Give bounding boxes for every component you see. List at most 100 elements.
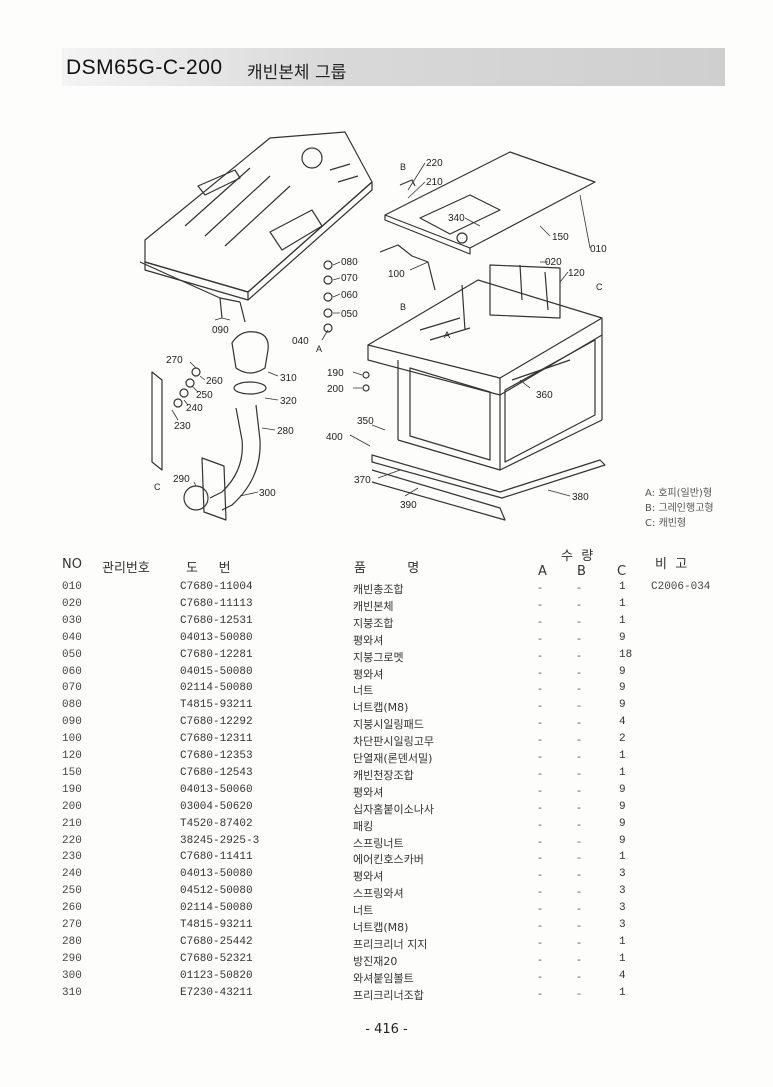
row-qty-b: - xyxy=(577,783,581,797)
row-no: 010 xyxy=(62,581,82,593)
row-no: 210 xyxy=(62,817,82,830)
callout-350: 350 xyxy=(357,416,374,427)
row-qty-a: - xyxy=(538,631,542,645)
callout-190: 190 xyxy=(327,368,344,379)
callout-300: 300 xyxy=(259,488,276,499)
row-qty-c: 9 xyxy=(619,783,626,796)
row-qty-a: - xyxy=(538,800,542,814)
legend-a: A: 호피(일반)형 xyxy=(645,488,713,499)
cabin-roof-drawing xyxy=(139,131,373,323)
row-qty-a: - xyxy=(538,969,542,983)
row-no: 040 xyxy=(62,631,82,644)
row-part-name: 패킹 xyxy=(353,819,374,833)
row-qty-b: - xyxy=(577,766,581,780)
callout-360: 360 xyxy=(536,390,553,401)
callout-340: 340 xyxy=(448,213,465,224)
row-part-name: 캐빈총조합 xyxy=(353,583,404,596)
group-code: DSM65G-C-200 xyxy=(66,56,223,79)
row-qty-b: - xyxy=(577,631,581,645)
row-part-name: 에어킨호스카버 xyxy=(353,853,424,867)
row-qty-c: 3 xyxy=(619,885,626,898)
row-part-name: 와셔붙임볼트 xyxy=(353,971,414,985)
callout-400: 400 xyxy=(326,432,343,443)
row-part-name: 스프링와셔 xyxy=(353,887,404,901)
callout-310: 310 xyxy=(280,373,297,384)
row-no: 200 xyxy=(62,800,82,813)
row-qty-a: - xyxy=(538,902,542,916)
callout-100: 100 xyxy=(388,269,405,280)
row-part-number: C7680-11113 xyxy=(180,597,253,610)
row-qty-c: 1 xyxy=(619,614,626,627)
row-qty-c: 9 xyxy=(619,682,626,695)
row-qty-c: 4 xyxy=(619,716,626,729)
row-qty-a: - xyxy=(538,682,542,696)
row-remark: C2006-034 xyxy=(651,581,711,593)
row-qty-a: - xyxy=(538,665,542,679)
row-qty-b: - xyxy=(577,952,581,966)
row-qty-c: 1 xyxy=(619,581,626,593)
row-qty-c: 1 xyxy=(619,750,626,762)
marker-a-1: A xyxy=(316,344,322,354)
header-remarks: 비 고 xyxy=(655,557,688,572)
row-qty-b: - xyxy=(577,969,581,983)
row-qty-c: 1 xyxy=(619,952,626,965)
row-part-number: C7680-52321 xyxy=(180,952,253,965)
callout-200: 200 xyxy=(327,384,344,395)
row-qty-b: - xyxy=(577,733,581,747)
row-qty-c: 4 xyxy=(619,969,626,982)
row-qty-b: - xyxy=(577,919,581,932)
callout-090: 090 xyxy=(212,325,229,336)
row-qty-a: - xyxy=(538,868,542,882)
header-quantity: 수 량 xyxy=(561,549,594,564)
page-number: - 416 - xyxy=(365,1022,408,1037)
row-part-number: C7680-12353 xyxy=(180,750,253,762)
callout-120: 120 xyxy=(568,268,585,279)
row-no: 020 xyxy=(62,597,82,610)
row-qty-b: - xyxy=(577,699,581,713)
row-qty-c: 1 xyxy=(619,935,626,948)
row-qty-c: 9 xyxy=(619,631,626,644)
row-no: 120 xyxy=(62,750,82,762)
row-qty-a: - xyxy=(538,834,542,848)
row-qty-c: 2 xyxy=(619,733,626,746)
row-qty-a: - xyxy=(538,716,542,730)
row-qty-b: - xyxy=(577,868,581,882)
row-part-number: T4815-93211 xyxy=(180,699,253,712)
exploded-parts-diagram: B B A A C C 220 210 340 150 010 020 120 … xyxy=(139,131,607,521)
callout-270: 270 xyxy=(166,355,183,366)
row-qty-c: 1 xyxy=(619,986,626,999)
callout-370: 370 xyxy=(354,475,371,486)
row-qty-b: - xyxy=(577,986,581,1000)
callout-290: 290 xyxy=(173,474,190,485)
row-no: 230 xyxy=(62,851,82,864)
callout-060: 060 xyxy=(341,290,358,301)
row-part-number: 04015-50080 xyxy=(180,665,253,678)
marker-b-1: B xyxy=(400,162,406,172)
callout-070: 070 xyxy=(341,273,358,284)
row-part-name: 프리크리너 지지 xyxy=(353,937,428,951)
header-bar xyxy=(62,48,725,86)
marker-a-2: A xyxy=(444,330,450,340)
row-part-name: 평와셔 xyxy=(353,633,384,647)
header-qty-c: C xyxy=(617,564,627,579)
row-qty-a: - xyxy=(538,851,542,865)
pre-cleaner-drawing xyxy=(151,331,269,521)
row-part-number: C7680-11411 xyxy=(180,851,253,864)
row-qty-c: 1 xyxy=(619,851,626,864)
row-qty-c: 3 xyxy=(619,902,626,915)
row-qty-b: - xyxy=(577,885,581,899)
row-part-number: 38245-2925-3 xyxy=(180,834,260,847)
row-part-number: 04512-50080 xyxy=(180,885,253,898)
row-qty-c: 1 xyxy=(619,597,626,610)
row-qty-b: - xyxy=(577,834,581,848)
callout-050: 050 xyxy=(341,309,358,320)
row-no: 080 xyxy=(62,699,82,712)
